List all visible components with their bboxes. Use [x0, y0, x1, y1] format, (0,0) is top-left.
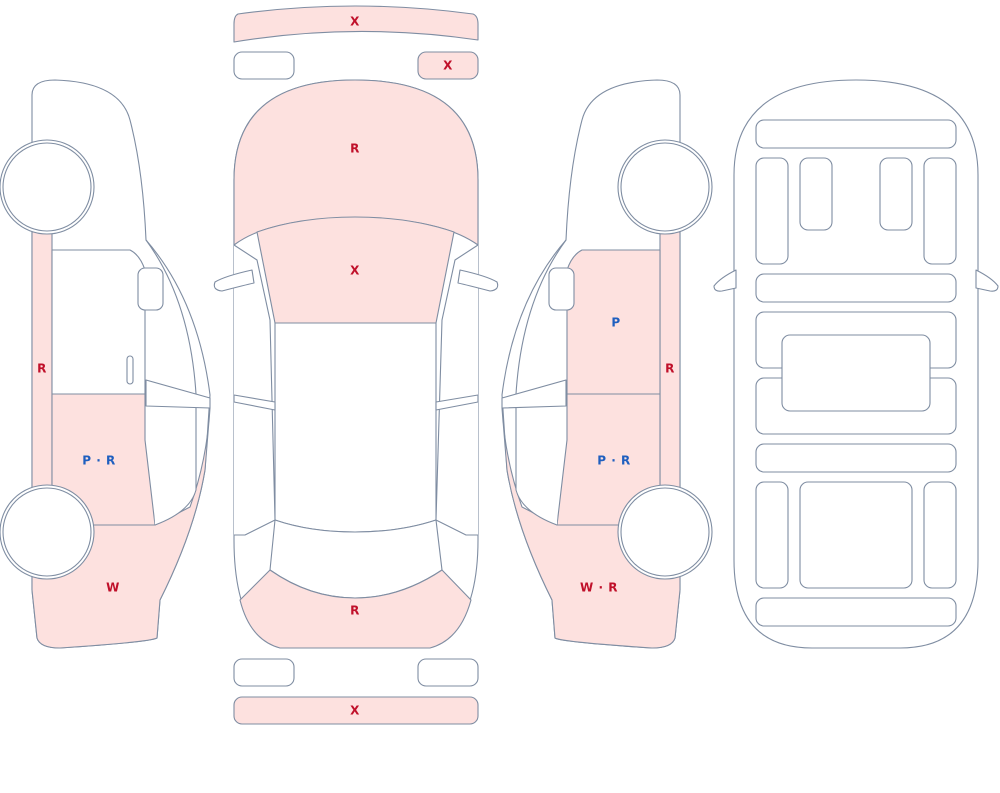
- floor-right-rear-rail[interactable]: [923, 481, 957, 589]
- left-mirror[interactable]: [137, 267, 164, 311]
- damage-labels: X X R X R X R P · R W P R P · R W · R: [37, 15, 675, 718]
- label-right-rocker: R: [665, 362, 675, 376]
- label-rear-bumper: X: [350, 704, 360, 718]
- top-right-side-line: [435, 244, 479, 536]
- underbody-left-mirror: [713, 269, 737, 292]
- label-right-front-door: P: [611, 316, 620, 330]
- right-pillar: [501, 379, 567, 409]
- front-left-corner-part[interactable]: [233, 51, 295, 80]
- right-rear-quarter[interactable]: [501, 407, 681, 649]
- floor-rear-panel-crossmember[interactable]: [755, 597, 957, 627]
- top-left-side-line: [233, 244, 276, 536]
- rear-bumper-part[interactable]: [233, 696, 479, 725]
- label-left-rocker: R: [37, 362, 47, 376]
- left-rear-quarter[interactable]: [31, 407, 211, 649]
- floor-left-rear-rail[interactable]: [755, 481, 789, 589]
- front-right-corner-part[interactable]: [417, 51, 479, 80]
- left-door-handle[interactable]: [126, 355, 134, 385]
- front-bumper-part[interactable]: [233, 5, 479, 43]
- roof-panel[interactable]: [274, 322, 437, 533]
- floor-right-front-rail[interactable]: [923, 157, 957, 265]
- left-side-view: [0, 79, 211, 649]
- label-hood: R: [350, 142, 360, 156]
- label-front-bumper: X: [350, 15, 360, 29]
- label-rear-panel: R: [350, 604, 360, 618]
- label-left-rear-quarter: W: [106, 581, 120, 595]
- floor-tunnel[interactable]: [781, 334, 931, 412]
- left-rocker-panel[interactable]: [31, 231, 53, 489]
- top-right-pillar: [435, 394, 479, 411]
- right-front-door[interactable]: [566, 249, 661, 395]
- right-glass-line: [515, 239, 567, 526]
- underbody-right-mirror: [975, 269, 999, 292]
- top-view: [213, 5, 499, 725]
- rear-panel-part[interactable]: [239, 569, 472, 649]
- right-rocker-panel[interactable]: [659, 231, 681, 489]
- rear-left-corner-part[interactable]: [233, 658, 295, 687]
- floor-front-crossmember[interactable]: [755, 119, 957, 149]
- floor-trunk-pan[interactable]: [799, 481, 913, 589]
- windshield-part[interactable]: [256, 216, 455, 324]
- floor-left-front-rail[interactable]: [755, 157, 789, 265]
- floor-left-inner-mount[interactable]: [799, 157, 833, 231]
- floor-right-inner-mount[interactable]: [879, 157, 913, 231]
- floor-firewall-crossmember[interactable]: [755, 273, 957, 303]
- left-front-door[interactable]: [51, 249, 146, 395]
- right-front-wheel-inner: [620, 142, 710, 232]
- label-windshield: X: [350, 264, 360, 278]
- left-glass-line: [145, 239, 197, 526]
- label-right-rear-door: P · R: [597, 454, 630, 468]
- underbody-view: [713, 79, 999, 649]
- left-pillar: [145, 379, 211, 409]
- left-front-wheel-inner: [2, 142, 92, 232]
- left-rear-wheel-inner: [2, 487, 92, 577]
- right-mirror[interactable]: [548, 267, 575, 311]
- top-left-mirror[interactable]: [213, 269, 255, 292]
- top-right-mirror[interactable]: [457, 269, 499, 292]
- right-rear-wheel-inner: [620, 487, 710, 577]
- rear-right-corner-part[interactable]: [417, 658, 479, 687]
- label-right-rear-quarter: W · R: [580, 581, 618, 595]
- top-left-pillar: [233, 394, 276, 411]
- floor-rear-crossmember[interactable]: [755, 443, 957, 473]
- right-side-view: [501, 79, 713, 649]
- label-left-rear-door: P · R: [82, 454, 115, 468]
- label-front-right-corner: X: [443, 59, 453, 73]
